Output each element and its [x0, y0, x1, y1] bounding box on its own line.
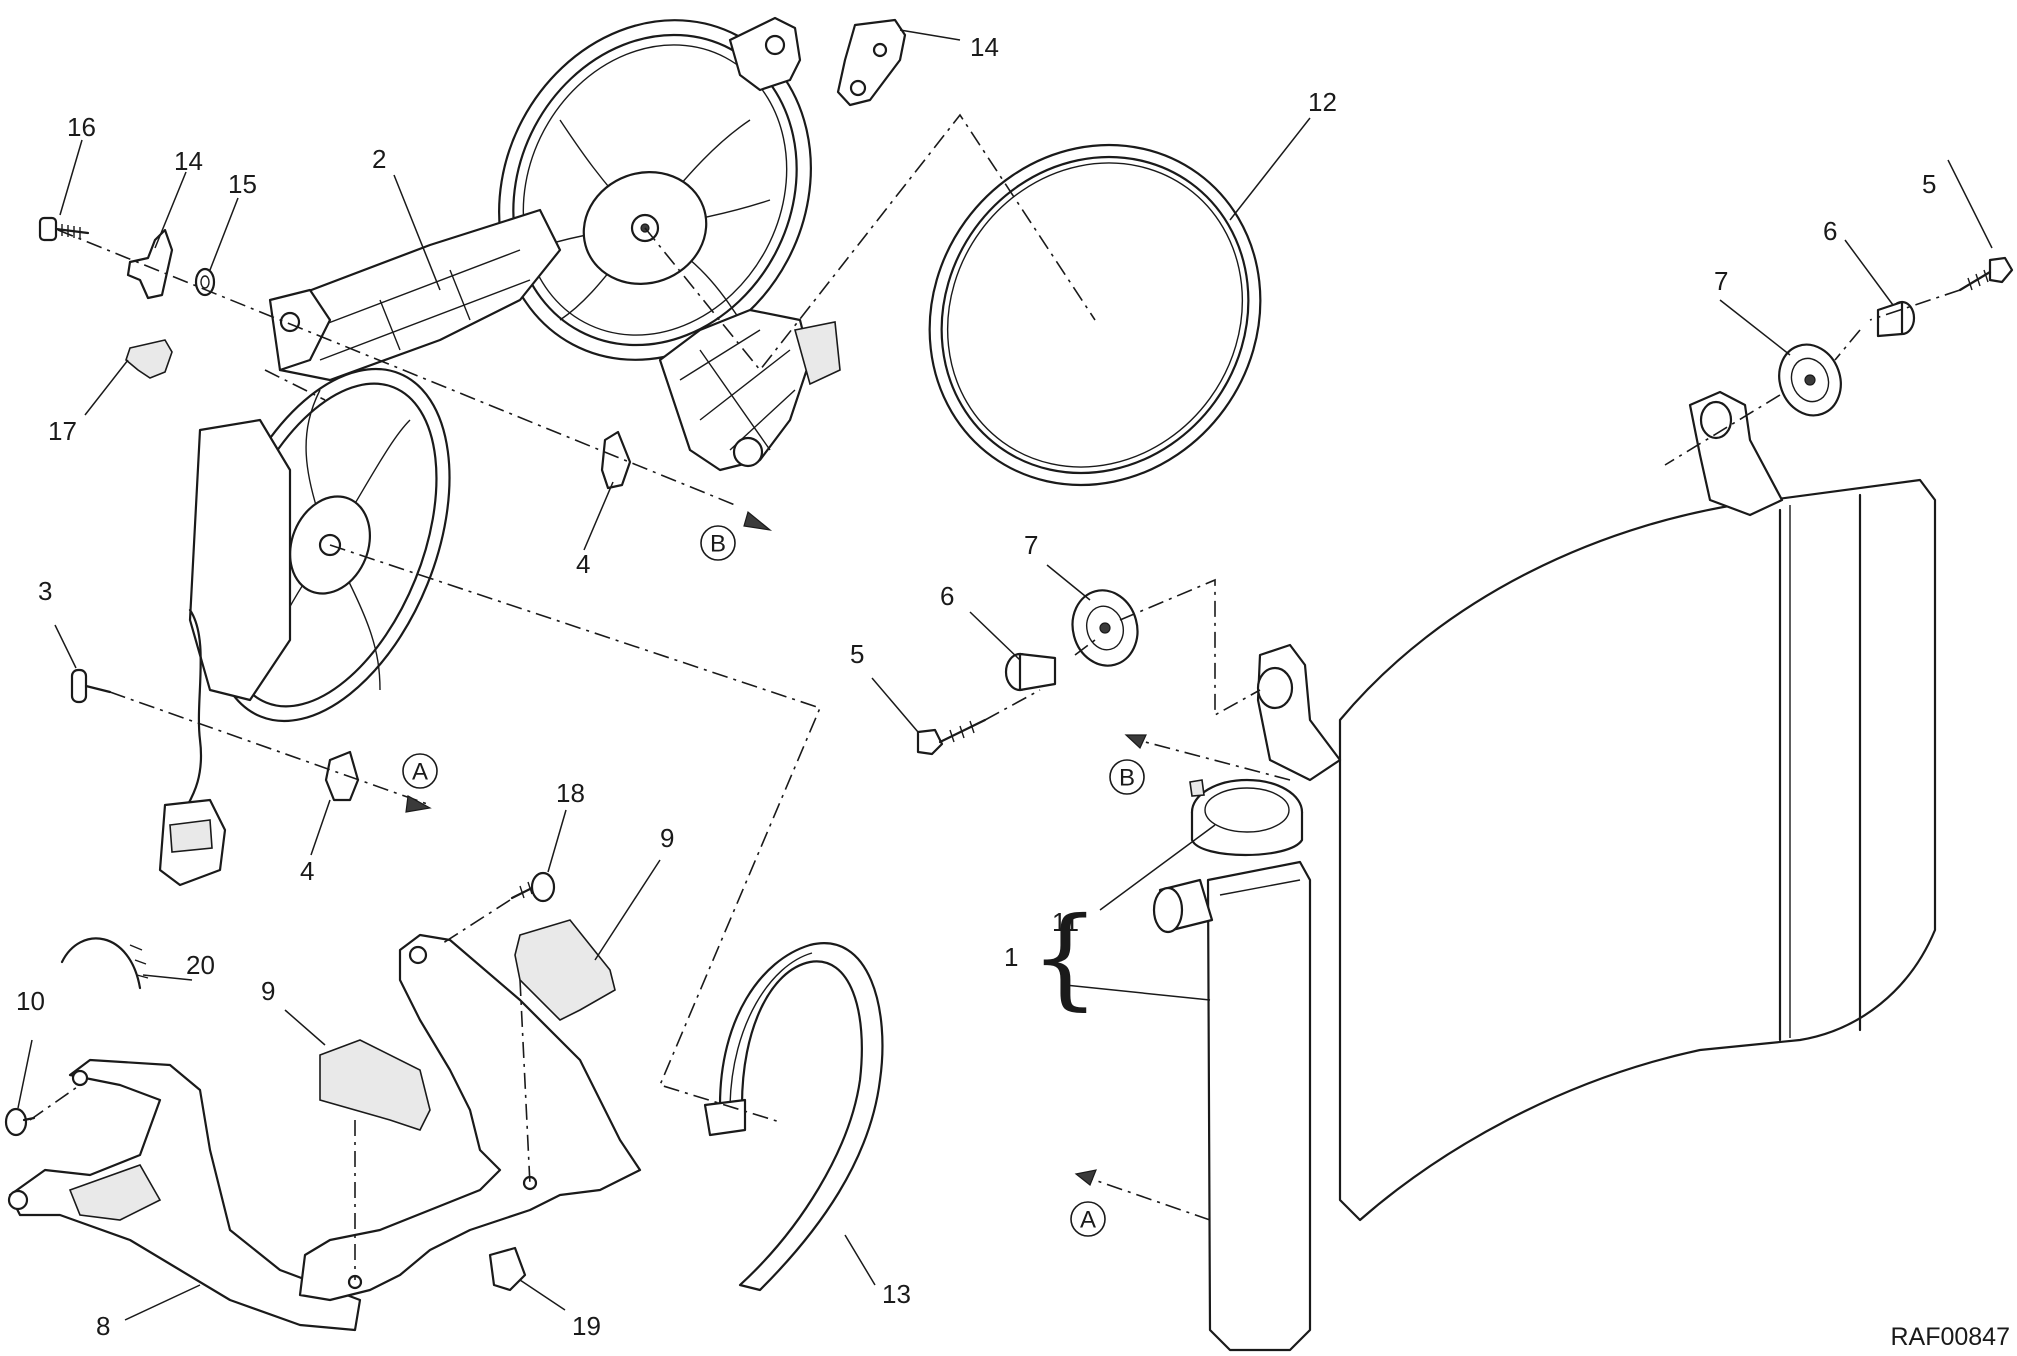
callout-4-left: 4: [300, 856, 314, 886]
callout-1: 1: [1004, 942, 1018, 972]
grommet-part-7-centre: [1071, 589, 1139, 667]
callout-5-right: 5: [1922, 169, 1936, 199]
radiator-part-1: [1152, 390, 1937, 1352]
ref-label-b-fan: B: [710, 531, 726, 558]
bracket-part-14-top: [836, 18, 907, 107]
screw-part-18: [510, 871, 556, 903]
ref-label-a-fan: A: [412, 759, 428, 786]
assembly-axis-lines: [29, 113, 1961, 1280]
callout-5-centre: 5: [850, 639, 864, 669]
callout-8: 8: [96, 1311, 110, 1341]
callout-17: 17: [48, 416, 77, 446]
clip-part-17: [125, 339, 173, 379]
callout-14-top: 14: [970, 32, 999, 62]
ref-label-a-radiator: A: [1080, 1207, 1096, 1234]
bracket-part-8: [7, 1058, 362, 1332]
axis-arrowheads: [405, 510, 1147, 1186]
ref-marker-b-fan: B: [700, 525, 736, 561]
callout-18: 18: [556, 778, 585, 808]
callout-3: 3: [38, 576, 52, 606]
callout-19: 19: [572, 1311, 601, 1341]
nut-part-15: [194, 267, 216, 297]
bracket-part-upper: [298, 933, 642, 1302]
ref-marker-a-fan: A: [402, 753, 438, 789]
callout-6-right: 6: [1823, 216, 1837, 246]
bracket-part-14-left: [126, 228, 174, 300]
clip-part-4-left: [324, 750, 360, 802]
callout-leader-lines: [17, 29, 1993, 1321]
washer-part-6-right: [1876, 300, 1916, 338]
ref-marker-b-radiator: B: [1109, 759, 1145, 795]
callout-4-top: 4: [576, 549, 590, 579]
callout-9-left: 9: [261, 976, 275, 1006]
ref-marker-a-radiator: A: [1070, 1201, 1106, 1237]
clip-part-4-top: [600, 430, 632, 490]
callout-10: 10: [16, 986, 45, 1016]
bolt-part-16: [38, 216, 90, 242]
clamp-part-20: [60, 937, 142, 990]
callout-16: 16: [67, 112, 96, 142]
callout-6-centre: 6: [940, 581, 954, 611]
callout-14-left: 14: [174, 146, 203, 176]
callout-11: 11: [1052, 907, 1079, 937]
callout-numbers: 16 14 15 2 14 12 5 6 7 17 3 4 4 5 6 7 18…: [16, 32, 1936, 1341]
bolt-part-5-centre: [916, 718, 987, 756]
drawing-id: RAF00847: [1890, 1323, 2010, 1351]
bolt-part-5-right: [1958, 256, 2014, 292]
callout-7-right: 7: [1714, 266, 1728, 296]
seal-strip-part-13: [703, 942, 884, 1292]
fan-assembly-part: [158, 16, 841, 887]
callout-12: 12: [1308, 87, 1337, 117]
clip-nut-part-19: [488, 1246, 527, 1292]
washer-part-6-centre: [1004, 652, 1057, 692]
callout-20: 20: [186, 950, 215, 980]
callout-7-centre: 7: [1024, 530, 1038, 560]
callout-13: 13: [882, 1279, 911, 1309]
grommet-part-7-right: [1778, 343, 1842, 417]
screw-part-3: [70, 668, 112, 704]
rubber-pad-part-9-right: [514, 919, 616, 1021]
ref-label-b-radiator: B: [1119, 765, 1135, 792]
rubber-pad-part-9-left: [319, 1039, 431, 1131]
callout-2: 2: [372, 144, 386, 174]
callout-9-right: 9: [660, 823, 674, 853]
seal-ring-part-12: [928, 143, 1262, 487]
assembly-brace: {: [1030, 893, 1100, 1021]
bolt-part-10: [4, 1107, 36, 1137]
callout-15: 15: [228, 169, 257, 199]
